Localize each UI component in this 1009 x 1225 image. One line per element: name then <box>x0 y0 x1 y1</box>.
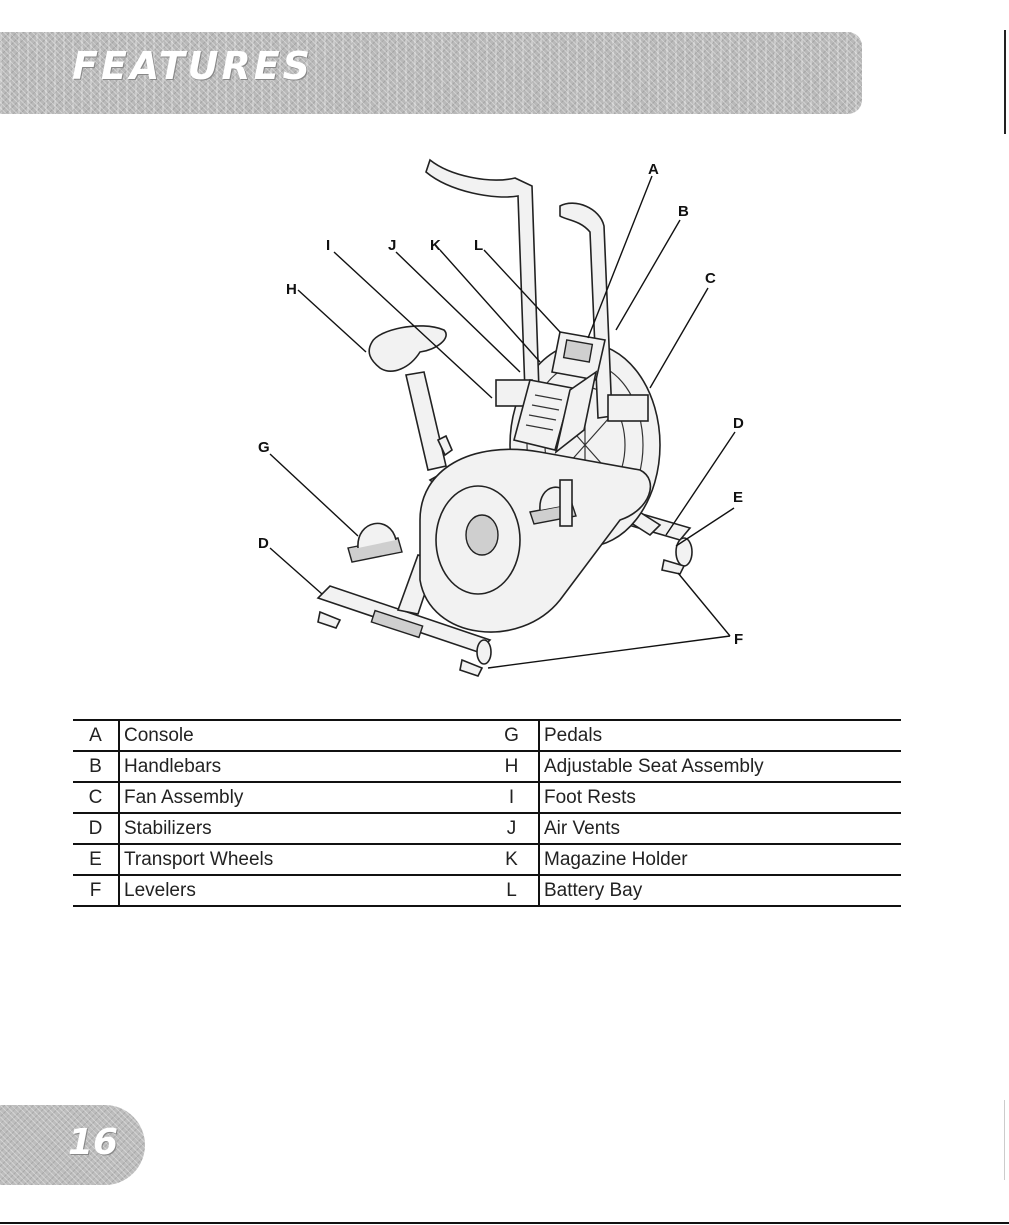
callout-c: C <box>705 270 716 287</box>
callout-e: E <box>733 489 743 506</box>
callout-i: I <box>326 237 330 254</box>
left-pedal <box>348 523 402 562</box>
page-title: FEATURES <box>72 44 313 88</box>
page-edge-mark <box>1004 30 1006 134</box>
callout-d-right: D <box>733 415 744 432</box>
table-row: B Handlebars H Adjustable Seat Assembly <box>73 751 901 782</box>
page-number: 16 <box>68 1122 118 1163</box>
feature-key: G <box>485 720 539 751</box>
feature-key: J <box>485 813 539 844</box>
callout-g: G <box>258 439 270 456</box>
seat <box>369 326 446 371</box>
table-row: F Levelers L Battery Bay <box>73 875 901 906</box>
feature-key: F <box>73 875 119 906</box>
feature-name: Transport Wheels <box>119 844 485 875</box>
feature-name: Fan Assembly <box>119 782 485 813</box>
table-row: D Stabilizers J Air Vents <box>73 813 901 844</box>
feature-name: Stabilizers <box>119 813 485 844</box>
callout-f: F <box>734 631 743 648</box>
bike-diagram: A B C D E F G H I J K L D <box>0 140 1009 700</box>
feature-key: H <box>485 751 539 782</box>
bottom-rule <box>0 1222 1009 1224</box>
callout-d-left: D <box>258 535 269 552</box>
feature-key: A <box>73 720 119 751</box>
callout-k: K <box>430 237 441 254</box>
feature-key: L <box>485 875 539 906</box>
table-row: E Transport Wheels K Magazine Holder <box>73 844 901 875</box>
feature-name: Magazine Holder <box>539 844 901 875</box>
feature-key: K <box>485 844 539 875</box>
feature-key: B <box>73 751 119 782</box>
feature-key: I <box>485 782 539 813</box>
feature-name: Adjustable Seat Assembly <box>539 751 901 782</box>
feature-name: Levelers <box>119 875 485 906</box>
feature-name: Handlebars <box>119 751 485 782</box>
feature-name: Foot Rests <box>539 782 901 813</box>
feature-key: D <box>73 813 119 844</box>
callout-h: H <box>286 281 297 298</box>
feature-name: Battery Bay <box>539 875 901 906</box>
table-row: A Console G Pedals <box>73 720 901 751</box>
callout-b: B <box>678 203 689 220</box>
feature-name: Console <box>119 720 485 751</box>
page-edge-mark-bottom <box>1004 1100 1005 1180</box>
feature-key: E <box>73 844 119 875</box>
drive-cover <box>420 449 650 632</box>
feature-name: Air Vents <box>539 813 901 844</box>
callout-j: J <box>388 237 396 254</box>
callout-l: L <box>474 237 483 254</box>
features-table: A Console G Pedals B Handlebars H Adjust… <box>73 719 901 907</box>
callout-a: A <box>648 161 659 178</box>
feature-name: Pedals <box>539 720 901 751</box>
feature-key: C <box>73 782 119 813</box>
table-row: C Fan Assembly I Foot Rests <box>73 782 901 813</box>
